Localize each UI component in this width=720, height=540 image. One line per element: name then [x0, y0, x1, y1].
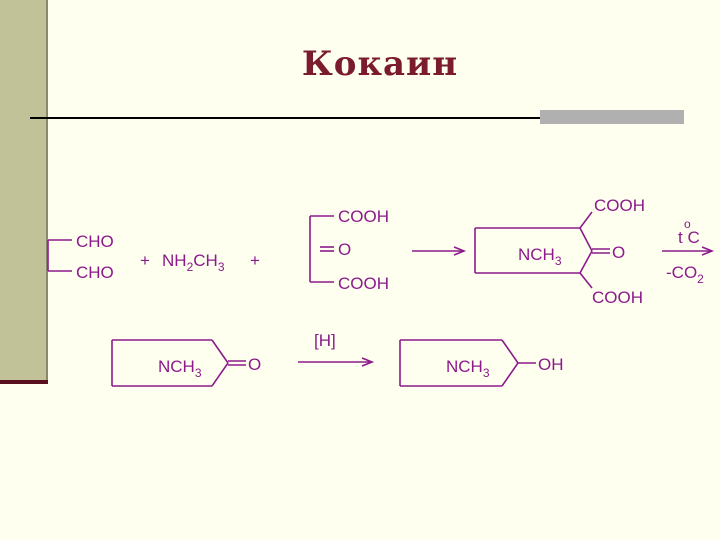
- left-decor-bar-base: [0, 380, 48, 384]
- tropine-ring: [399, 339, 536, 387]
- dialdehyde-bottom-cho: CHO: [76, 263, 114, 282]
- title-rule-block: [540, 110, 684, 124]
- acid-bottom-cooh: COOH: [338, 274, 389, 293]
- title-rule: [30, 117, 684, 119]
- acid-bonds: [309, 215, 334, 283]
- tropinone-ring: [111, 339, 246, 387]
- product1-ring: [474, 211, 610, 289]
- product1-nch3: NCH3: [518, 245, 562, 268]
- tropine-nch3: NCH3: [446, 357, 490, 380]
- reaction-arrow-1: [412, 246, 467, 256]
- product1-bottom-cooh: COOH: [592, 288, 643, 307]
- reaction-arrow-2: [662, 246, 715, 256]
- plus-sign-1: +: [140, 251, 150, 270]
- condition-decarboxylation: -CO2: [666, 263, 704, 286]
- methylamine-formula: NH2CH3: [162, 251, 225, 274]
- acid-top-cooh: COOH: [338, 207, 389, 226]
- condition-reduction: [H]: [314, 331, 336, 350]
- product1-top-cooh: COOH: [594, 196, 645, 215]
- acid-oxo: O: [338, 240, 351, 259]
- slide-title: Кокаин: [301, 44, 459, 84]
- tropine-hydroxyl: OH: [538, 355, 564, 374]
- condition-heat: t C: [678, 228, 700, 247]
- condition-degree-mark: o: [684, 217, 691, 231]
- dialdehyde-top-cho: CHO: [76, 232, 114, 251]
- left-decor-bar: [0, 0, 48, 382]
- dialdehyde-bonds: [47, 239, 72, 272]
- tropinone-oxo: O: [248, 355, 261, 374]
- reaction-arrow-3: [298, 357, 375, 367]
- product1-oxo: O: [612, 243, 625, 262]
- plus-sign-2: +: [250, 251, 260, 270]
- tropinone-nch3: NCH3: [158, 357, 202, 380]
